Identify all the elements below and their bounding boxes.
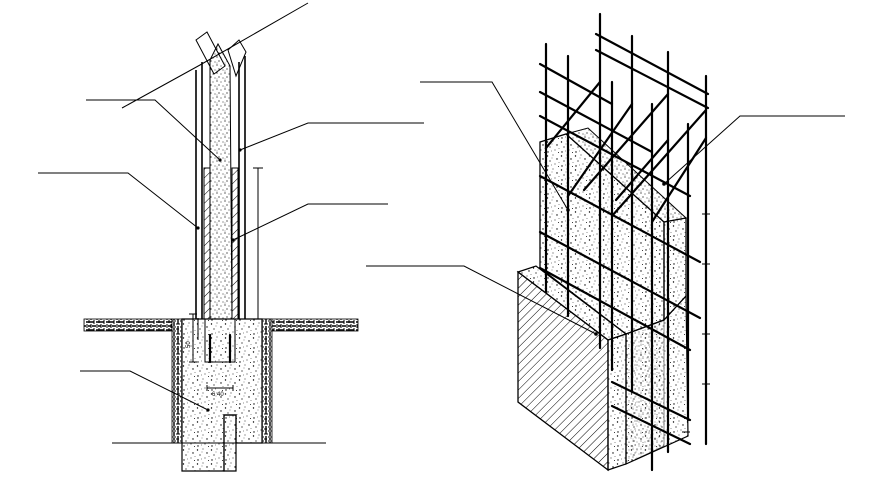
leader-lines-left — [38, 2, 424, 412]
ground-soil-left — [83, 318, 173, 332]
ground-soil-right — [261, 318, 359, 332]
connector-ticks — [682, 213, 710, 433]
isometric-detail — [366, 12, 845, 472]
rebar-diagonals — [544, 80, 708, 224]
footing-soil-right — [261, 318, 273, 444]
wall-core — [209, 42, 233, 320]
leader-lines-right — [366, 81, 845, 336]
dim-bottom-label: 6 40 — [212, 392, 224, 398]
dim-left-label: 50 — [186, 341, 192, 348]
front-wall-side — [607, 333, 627, 471]
footing-soil-left — [171, 318, 183, 444]
mesh-band-left — [203, 167, 211, 320]
rebar-verticals — [544, 12, 708, 472]
section-detail: 6 40 50 — [38, 2, 424, 472]
mesh-band-right — [231, 167, 239, 320]
